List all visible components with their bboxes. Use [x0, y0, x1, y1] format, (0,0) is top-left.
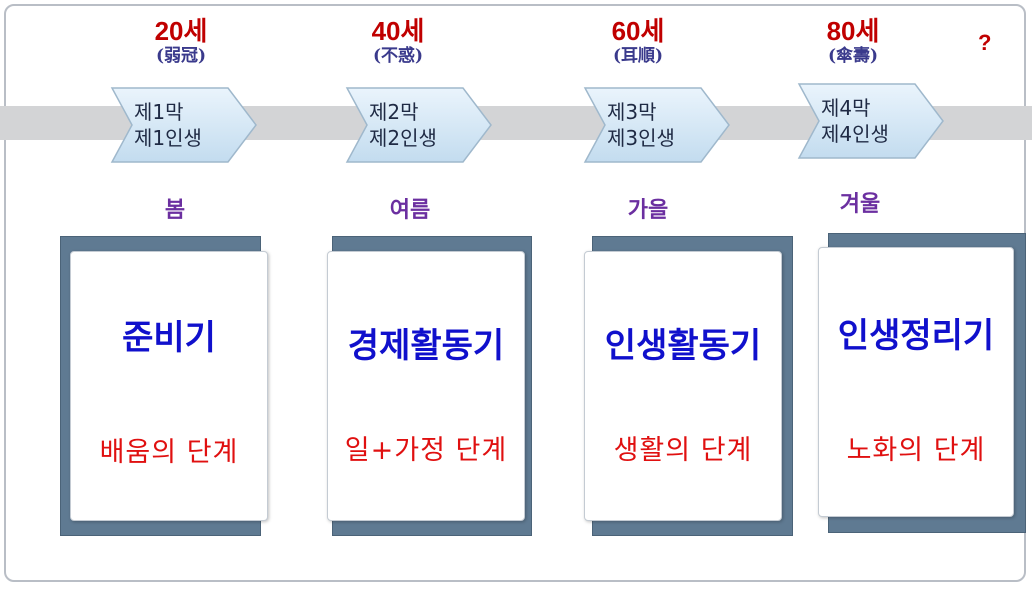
life-label: 제4인생	[821, 122, 889, 146]
act-label: 제4막	[821, 96, 871, 120]
age-hanja: (傘壽)	[827, 46, 879, 66]
stage-title: 인생활동기	[604, 326, 762, 366]
chevron-shape	[583, 87, 730, 163]
life-label: 제3인생	[607, 126, 675, 150]
act-text: 제2막 제2인생	[369, 99, 437, 151]
chevron-shape	[345, 87, 492, 163]
act-chevron-1: 제1막 제1인생	[110, 86, 260, 164]
stage-description: 노화의 단계	[846, 435, 986, 466]
stage-title: 경제활동기	[347, 326, 505, 366]
chevron-shape	[110, 87, 257, 163]
act-label: 제1막	[134, 100, 184, 124]
age-label-4: 80세 (傘壽)	[783, 16, 923, 66]
age-label-1: 20세 (弱冠)	[111, 16, 251, 66]
age-hanja: (弱冠)	[155, 46, 207, 66]
season-label-4: 겨울	[839, 192, 881, 217]
stage-title: 준비기	[122, 318, 216, 358]
stage-title: 인생정리기	[837, 316, 995, 356]
age-number: 40세	[371, 16, 425, 46]
age-number: 60세	[611, 16, 665, 46]
stage-card-3: 인생활동기 생활의 단계	[584, 251, 782, 521]
act-chevron-2: 제2막 제2인생	[345, 86, 495, 164]
life-label: 제1인생	[134, 126, 202, 150]
act-chevron-3: 제3막 제3인생	[583, 86, 733, 164]
act-label: 제3막	[607, 100, 657, 124]
stage-card-4: 인생정리기 노화의 단계	[818, 247, 1014, 517]
stage-card-2: 경제활동기 일+가정 단계	[327, 251, 525, 521]
life-label: 제2인생	[369, 126, 437, 150]
stage-description: 배움의 단계	[99, 437, 239, 468]
stage-card-1: 준비기 배움의 단계	[70, 251, 268, 521]
act-text: 제4막 제4인생	[821, 95, 889, 147]
age-number: 80세	[826, 16, 880, 46]
chevron-shape	[797, 83, 944, 159]
act-label: 제2막	[369, 100, 419, 124]
age-number: 20세	[154, 16, 208, 46]
unknown-future-marker: ?	[978, 30, 992, 55]
stage-description: 일+가정 단계	[344, 435, 508, 466]
season-label-1: 봄	[164, 198, 186, 223]
season-label-3: 가을	[627, 198, 669, 223]
act-text: 제1막 제1인생	[134, 99, 202, 151]
act-chevron-4: 제4막 제4인생	[797, 82, 947, 160]
age-hanja: (不惑)	[372, 46, 424, 66]
stage-description: 생활의 단계	[613, 435, 753, 466]
age-label-3: 60세 (耳順)	[568, 16, 708, 66]
season-label-2: 여름	[389, 198, 431, 223]
act-text: 제3막 제3인생	[607, 99, 675, 151]
age-hanja: (耳順)	[612, 46, 664, 66]
age-label-2: 40세 (不惑)	[328, 16, 468, 66]
